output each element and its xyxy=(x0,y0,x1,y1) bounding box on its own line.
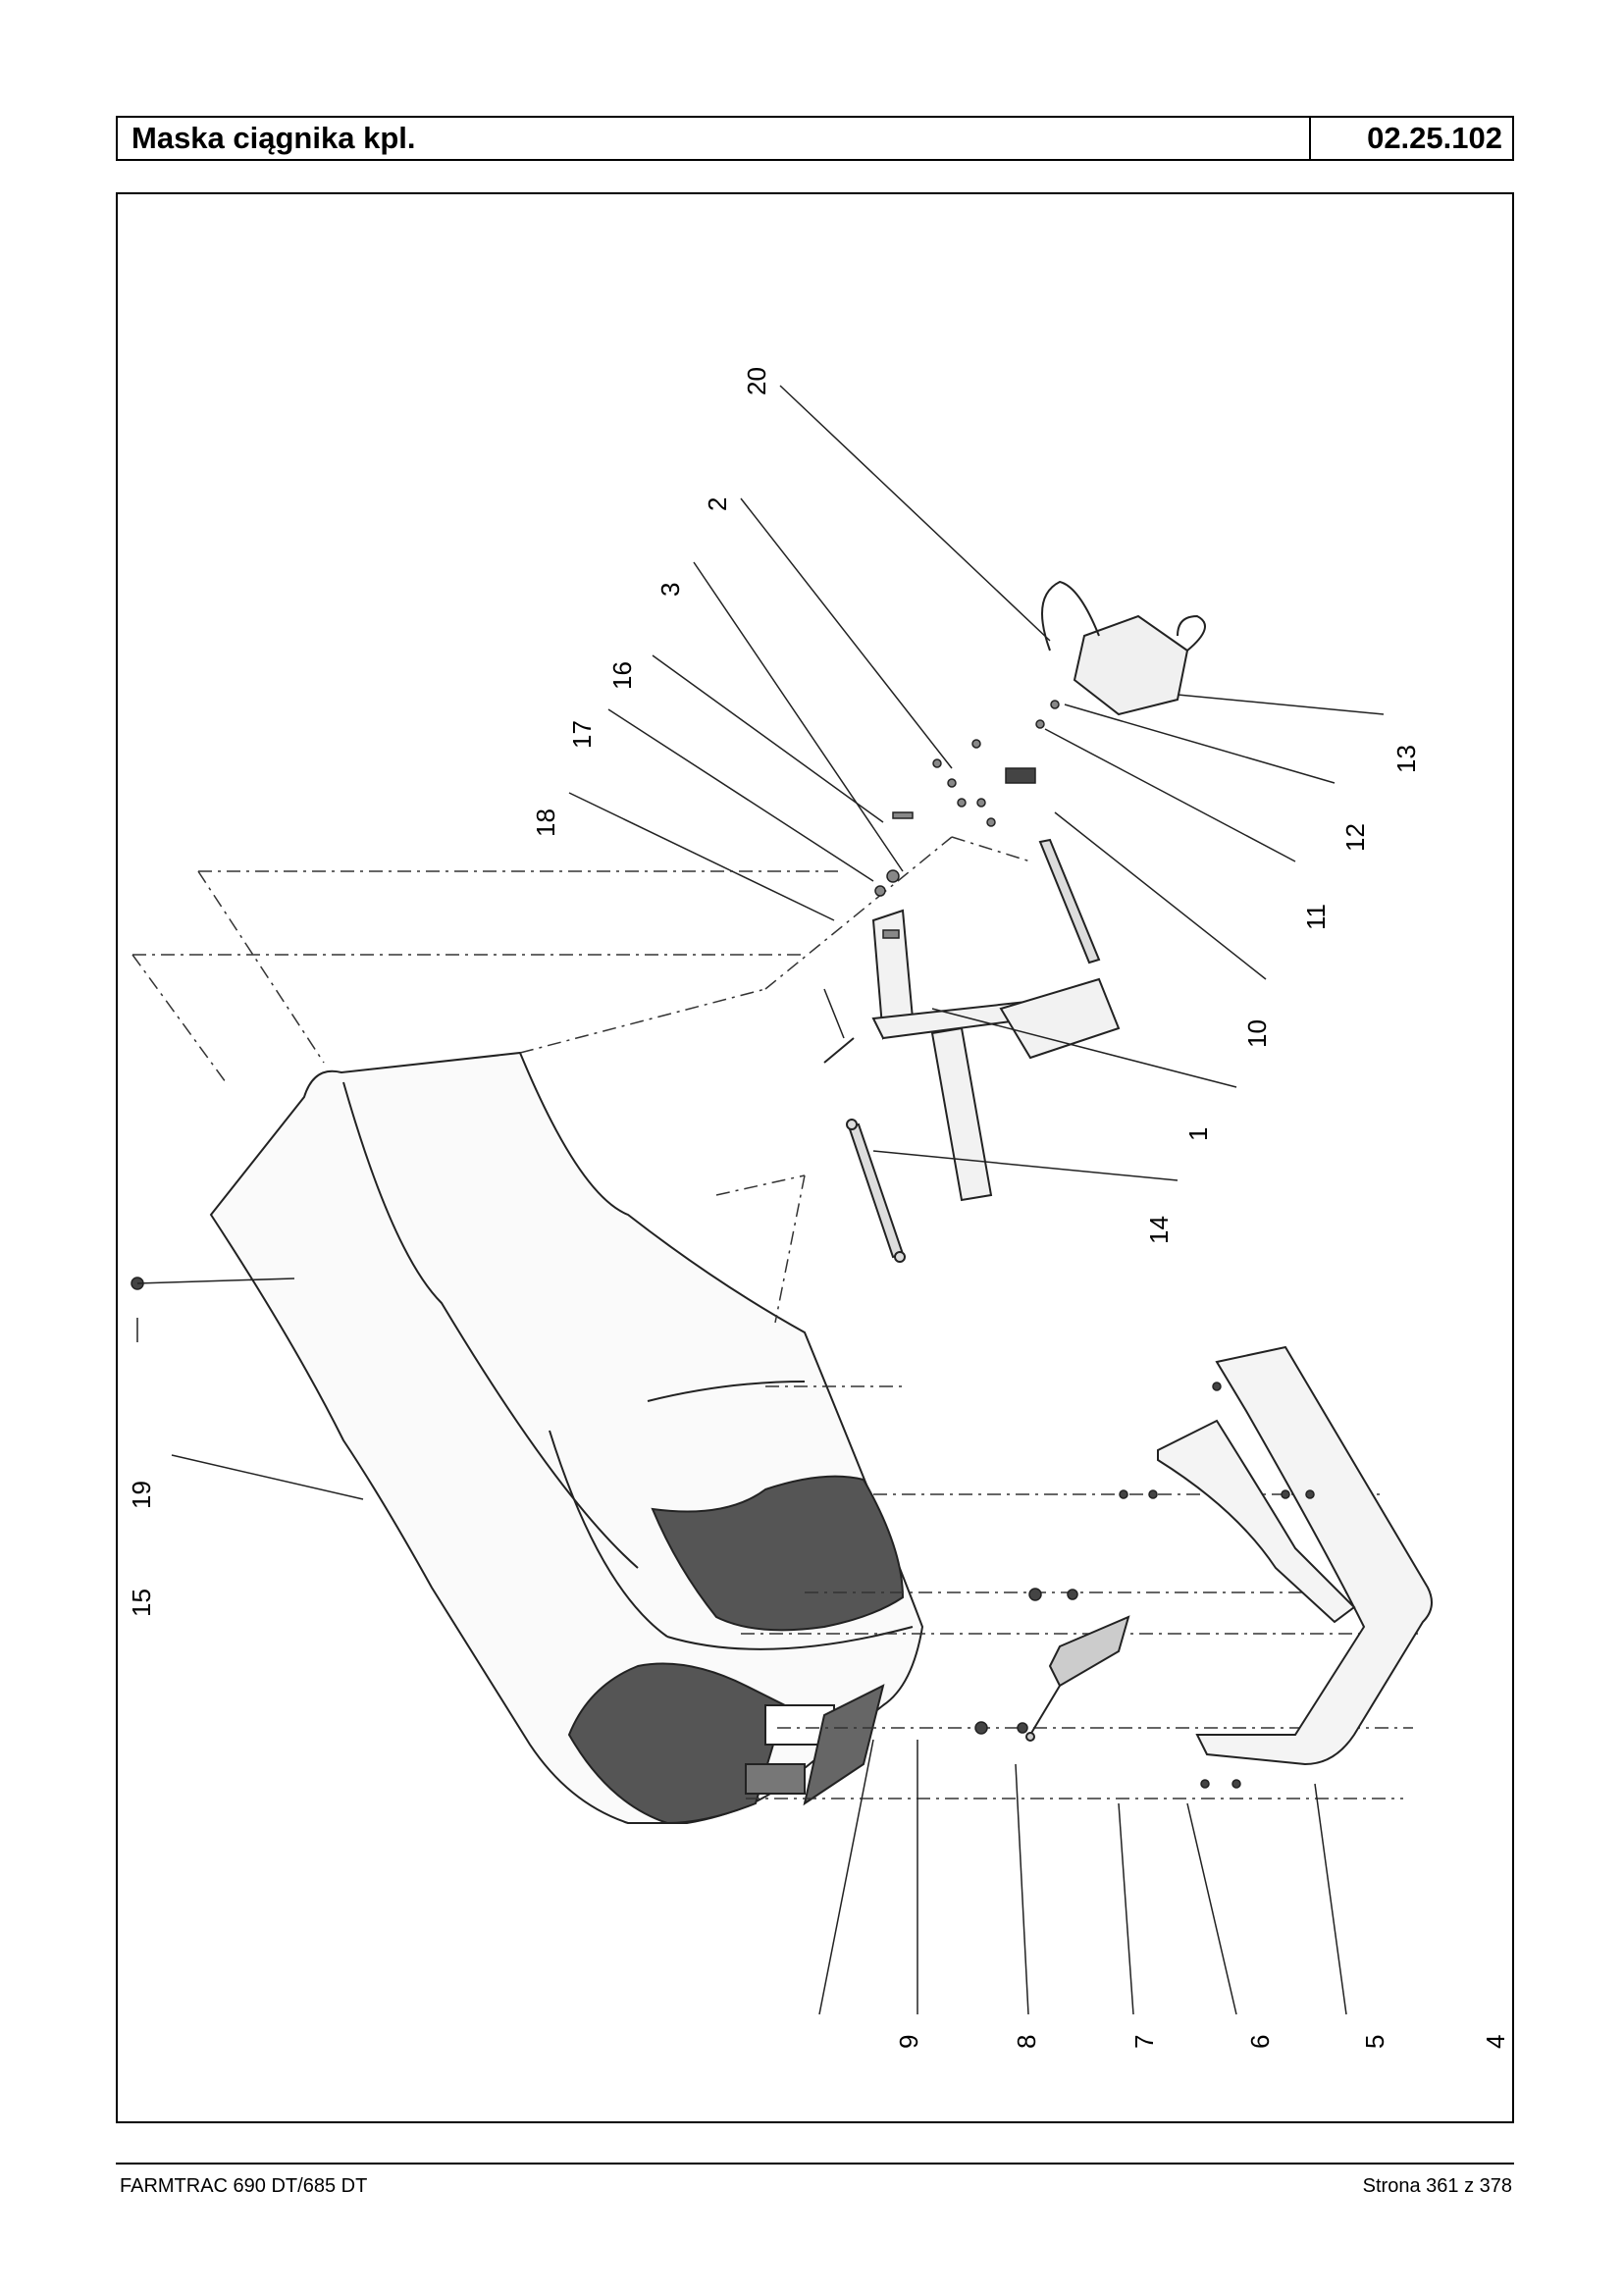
bonnet-outline xyxy=(209,1051,924,1824)
callout-13: 13 xyxy=(1391,745,1421,773)
upper-grille xyxy=(651,1475,905,1632)
part-code: 02.25.102 xyxy=(1309,118,1512,159)
diagram-frame: 20 2 3 16 17 18 13 12 11 10 1 14 19 15 4… xyxy=(116,192,1514,2123)
callout-7: 7 xyxy=(1129,2035,1159,2049)
callout-4: 4 xyxy=(1481,2035,1510,2049)
exploded-view-diagram: 20 2 3 16 17 18 13 12 11 10 1 14 19 15 4… xyxy=(127,367,1510,2049)
callout-1: 1 xyxy=(1183,1127,1213,1141)
callout-14: 14 xyxy=(1144,1216,1174,1244)
handle-rod xyxy=(1041,580,1100,652)
front-frame xyxy=(1195,1345,1433,1766)
latch-box xyxy=(1073,614,1189,716)
gas-strut-upper xyxy=(1038,838,1101,965)
callout-10: 10 xyxy=(1242,1019,1272,1048)
latch-plate xyxy=(1048,1615,1130,1688)
footer-model: FARMTRAC 690 DT/685 DT xyxy=(120,2175,368,2197)
footer-divider xyxy=(116,2163,1514,2165)
callout-9: 9 xyxy=(894,2035,923,2049)
callout-5: 5 xyxy=(1360,2035,1389,2049)
callout-6: 6 xyxy=(1245,2035,1275,2049)
callout-2: 2 xyxy=(703,497,732,511)
callout-15: 15 xyxy=(127,1589,156,1617)
callout-16: 16 xyxy=(607,661,637,690)
callout-17: 17 xyxy=(567,720,597,749)
callout-8: 8 xyxy=(1012,2035,1041,2049)
callout-19: 19 xyxy=(127,1481,156,1509)
callout-20: 20 xyxy=(742,367,771,395)
page-title: Maska ciągnika kpl. xyxy=(131,121,416,155)
callout-11: 11 xyxy=(1301,904,1331,930)
callout-3: 3 xyxy=(655,583,685,597)
page-header: Maska ciągnika kpl. 02.25.102 xyxy=(116,116,1514,161)
callout-18: 18 xyxy=(531,808,560,837)
footer-page-number: Strona 361 z 378 xyxy=(1362,2175,1512,2197)
callout-12: 12 xyxy=(1340,823,1370,852)
gas-strut-lower xyxy=(847,1122,905,1259)
